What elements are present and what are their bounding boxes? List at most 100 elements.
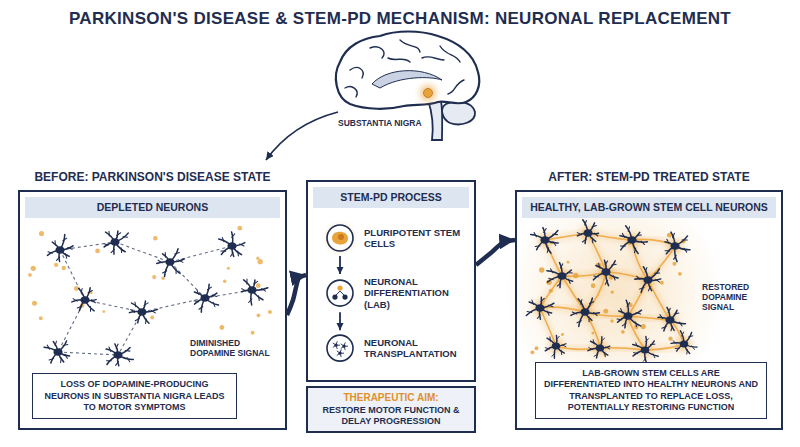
dendrite-branch xyxy=(653,354,655,358)
cell-body xyxy=(557,272,566,280)
cell-body xyxy=(227,242,236,250)
dendrite-branch xyxy=(158,260,162,263)
neuron xyxy=(620,226,647,254)
dendrite-branch xyxy=(594,354,598,356)
signal-connections xyxy=(540,233,684,350)
dendrite-branch xyxy=(175,253,180,255)
differentiation-icon xyxy=(327,280,353,306)
dendrite-branch xyxy=(535,245,540,247)
dendrite-branch xyxy=(674,313,679,314)
dendrite-branch xyxy=(662,327,666,329)
dendrite-branch xyxy=(665,250,670,251)
dendrite-branch xyxy=(65,254,66,259)
dendrite-branch xyxy=(561,350,563,354)
nucleus xyxy=(338,234,344,240)
stem-cell-glow xyxy=(328,226,352,250)
dopamine-dot xyxy=(39,316,43,320)
dendrite-branch xyxy=(605,261,608,265)
process-box: STEM-PD PROCESSPLURIPOTENT STEM CELLSNEU… xyxy=(306,180,476,382)
dopamine-dot xyxy=(660,281,664,285)
dendrite-branch xyxy=(232,234,235,238)
substantia-nigra xyxy=(424,89,433,98)
cell-dot xyxy=(342,294,347,299)
dendrite-branch xyxy=(116,344,118,348)
dendrite-branch xyxy=(648,286,650,290)
dendrite-branch xyxy=(562,345,566,347)
step-icons xyxy=(327,225,353,361)
neuron xyxy=(157,249,185,277)
cell-body xyxy=(670,242,679,250)
dopamine-dot xyxy=(258,259,263,264)
dopamine-dot xyxy=(227,267,230,270)
dendrite-branch xyxy=(593,340,594,344)
gyrus-line xyxy=(400,40,420,52)
brain-illustration xyxy=(266,32,479,161)
dendrite-branch xyxy=(537,315,540,319)
dendrite-branch xyxy=(121,248,123,253)
neuron xyxy=(671,331,697,354)
dopamine-dot xyxy=(62,266,66,270)
dendrite-branch xyxy=(549,337,551,341)
neuron xyxy=(658,307,686,330)
state-panel: AFTER: STEM-PD TREATED STATEHEALTHY, LAB… xyxy=(515,190,783,430)
panel-heading: AFTER: STEM-PD TREATED STATE xyxy=(497,170,800,184)
cell-body xyxy=(540,236,549,244)
dendrite-branch xyxy=(572,312,576,314)
neuron xyxy=(571,298,600,326)
cell-body xyxy=(165,258,174,266)
dendrite-branch xyxy=(585,221,587,226)
transplant-icon xyxy=(327,335,353,361)
step-label: NEURONAL TRANSPLANTATION xyxy=(364,337,468,360)
dopamine-dot xyxy=(251,331,255,335)
dendrite-branch xyxy=(592,238,593,243)
cell-body xyxy=(643,276,652,284)
dendrite-branch xyxy=(92,300,96,303)
dendrite-branch xyxy=(541,298,544,301)
gyrus-line xyxy=(422,57,444,60)
dendrite-branch xyxy=(561,264,563,268)
dendrite-branch xyxy=(651,344,655,345)
broken-connection xyxy=(170,262,205,298)
gyrus-line xyxy=(448,80,464,94)
dendrite-branch xyxy=(592,226,597,227)
dopamine-dot xyxy=(603,309,608,314)
neuron xyxy=(526,297,554,319)
dendrite-branch xyxy=(622,233,624,237)
corpus-callosum xyxy=(372,71,442,88)
dendrite-branch xyxy=(57,257,60,261)
dendrite-branch xyxy=(107,360,112,361)
broken-connection xyxy=(205,290,252,298)
callout-label: RESTORED DOPAMINE SIGNAL xyxy=(702,282,778,313)
dendrite-branch xyxy=(532,300,534,304)
dendrite-branch xyxy=(643,358,645,362)
dendrite-branch xyxy=(686,350,688,354)
dendrite-branch xyxy=(622,323,626,326)
dendrite-branch xyxy=(131,310,135,313)
dendrite-branch xyxy=(684,248,687,252)
dopamine-dot xyxy=(641,324,646,329)
dendrite-branch xyxy=(175,269,176,274)
header-band: DEPLETED NEURONS xyxy=(25,197,280,218)
neuron xyxy=(219,232,245,257)
dendrite-branch xyxy=(262,289,266,292)
broken-connection xyxy=(142,298,205,312)
dendrite-branch xyxy=(65,354,67,358)
dendrite-branch xyxy=(63,344,68,346)
depleted-neurons xyxy=(28,226,272,366)
dendrite-branch xyxy=(48,252,53,253)
dendrite-branch xyxy=(547,311,549,315)
dendrite-branch xyxy=(668,308,670,312)
dopamine-dot xyxy=(561,333,564,336)
dendrite-branch xyxy=(656,279,660,282)
dendrite-branch xyxy=(612,264,617,266)
dopamine-dot xyxy=(102,310,105,313)
dendrite-branch xyxy=(604,352,606,356)
note-box: LAB-GROWN STEM CELLS ARE DIFFERENTIATED … xyxy=(535,362,767,419)
process-step: NEURONAL DIFFERENTIATION (LAB) xyxy=(316,274,470,312)
cell-body xyxy=(80,296,89,304)
dopamine-dot xyxy=(32,301,37,306)
dendrite-branch xyxy=(692,346,695,350)
dopamine-dot xyxy=(256,256,259,259)
neuron xyxy=(47,235,73,262)
